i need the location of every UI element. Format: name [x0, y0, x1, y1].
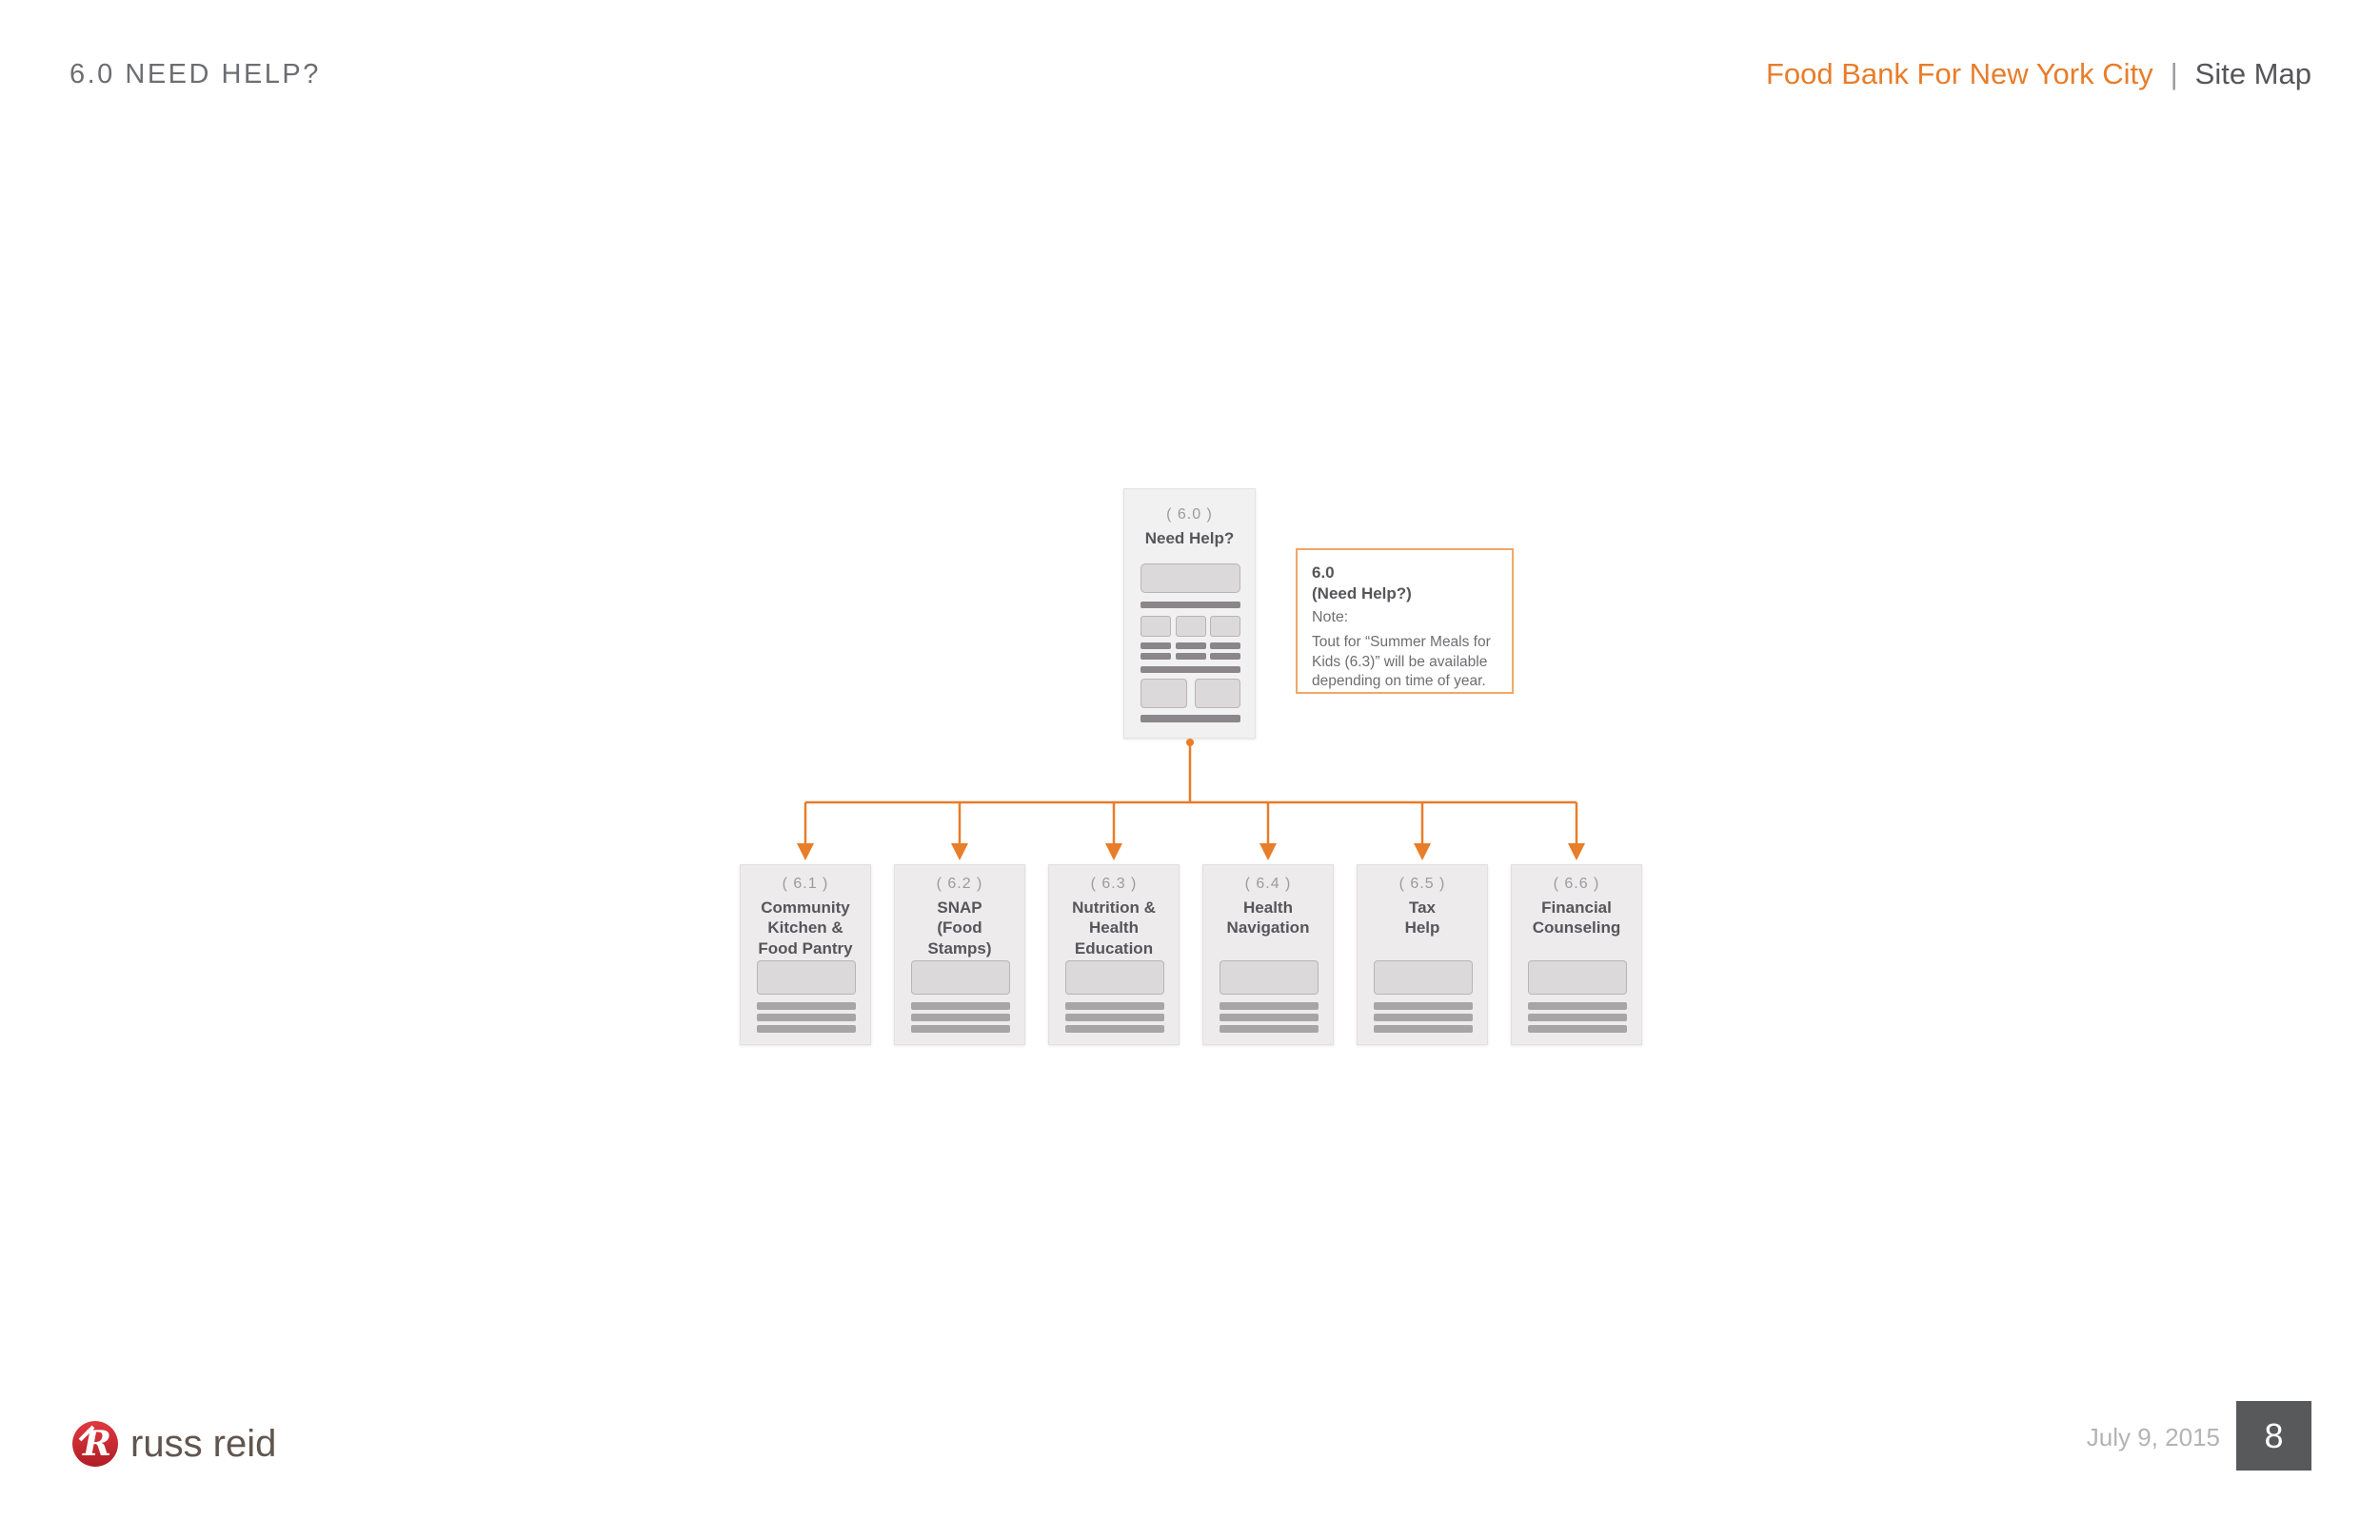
wireframe-caption-bar [1140, 642, 1171, 649]
node-title: Nutrition & Health Education [1072, 898, 1156, 958]
node-title: Community Kitchen & Food Pantry [758, 898, 853, 958]
node-title: Financial Counseling [1532, 898, 1621, 938]
wireframe-text-bar [1528, 1014, 1627, 1021]
wireframe-hero-block [757, 960, 856, 995]
wireframe-hero-block [1140, 563, 1240, 593]
header-separator: | [2170, 57, 2178, 90]
wireframe-text-bar [1374, 1014, 1473, 1021]
slide-date: July 9, 2015 [2086, 1423, 2220, 1451]
wireframe-block [1140, 679, 1187, 708]
wireframe-text-bar [1065, 1014, 1164, 1021]
annotation-note: 6.0 (Need Help?) Note: Tout for “Summer … [1296, 548, 1514, 694]
wireframe-hero-block [1065, 960, 1164, 995]
sitemap-node-6-5: ( 6.5 ) Tax Help [1357, 864, 1488, 1045]
sitemap-node-6-1: ( 6.1 ) Community Kitchen & Food Pantry [740, 864, 871, 1045]
wireframe-text-bar [757, 1025, 856, 1033]
wireframe-text-bar [1220, 1025, 1319, 1033]
wireframe-text-bar [1220, 1014, 1319, 1021]
wireframe-caption-bar [1175, 653, 1206, 660]
wireframe-hero-block [911, 960, 1010, 995]
wireframe-card [1210, 616, 1240, 637]
node-title: Health Navigation [1226, 898, 1310, 938]
sitemap-node-6-3: ( 6.3 ) Nutrition & Health Education [1048, 864, 1180, 1045]
wireframe-text-bar [1374, 1025, 1473, 1033]
node-id-label: ( 6.4 ) [1244, 876, 1292, 892]
node-id-label: ( 6.2 ) [936, 876, 983, 892]
wireframe-text-bar [1065, 1025, 1164, 1033]
note-title: (Need Help?) [1312, 584, 1412, 603]
arrow-6-6 [1568, 802, 1585, 860]
wireframe-text-bar [757, 1002, 856, 1010]
header-right: Food Bank For New York City | Site Map [1766, 57, 2311, 91]
wireframe-caption-row [1140, 642, 1240, 649]
node-title: Need Help? [1144, 529, 1235, 547]
wireframe-caption-bar [1210, 653, 1240, 660]
note-body-text: Tout for “Summer Meals for Kids (6.3)” w… [1312, 634, 1491, 690]
wireframe-text-bar [1140, 666, 1240, 673]
connector-lines [797, 739, 1585, 860]
wireframe-text-bar [911, 1002, 1010, 1010]
note-id: 6.0 [1312, 563, 1335, 582]
wireframe-text-bar [1065, 1002, 1164, 1010]
wireframe-text-bar [1220, 1002, 1319, 1010]
logo-wordmark: russ reid [130, 1422, 277, 1465]
sitemap-node-6-0: ( 6.0 ) Need Help? [1123, 488, 1256, 739]
svg-text:R: R [82, 1424, 111, 1464]
wireframe-caption-row [1140, 653, 1240, 660]
wireframe-text-bar [1528, 1025, 1627, 1033]
wireframe-caption-bar [1175, 642, 1206, 649]
arrow-6-5 [1414, 802, 1431, 860]
wireframe-hero-block [1374, 960, 1473, 995]
client-name: Food Bank For New York City [1765, 57, 2153, 90]
section-title: 6.0 NEED HELP? [69, 59, 321, 89]
node-id-label: ( 6.6 ) [1553, 876, 1600, 892]
wireframe-caption-bar [1210, 642, 1240, 649]
node-title: SNAP (Food Stamps) [927, 898, 992, 958]
arrow-6-4 [1259, 802, 1277, 860]
russ-reid-logo-icon: R [72, 1421, 118, 1467]
wireframe-card [1140, 616, 1171, 637]
wireframe-text-bar [1140, 715, 1240, 722]
arrow-6-2 [951, 802, 968, 860]
wireframe-text-bar [1374, 1002, 1473, 1010]
wireframe-block [1195, 679, 1240, 708]
node-title: Tax Help [1404, 898, 1440, 938]
node-id-label: ( 6.0 ) [1166, 506, 1213, 523]
wireframe-text-bar [1140, 602, 1240, 608]
node-id-label: ( 6.3 ) [1090, 876, 1138, 892]
node-id-label: ( 6.5 ) [1398, 876, 1446, 892]
russ-reid-logo: R russ reid [71, 1420, 276, 1468]
wireframe-caption-bar [1140, 653, 1171, 660]
sitemap-node-6-2: ( 6.2 ) SNAP (Food Stamps) [894, 864, 1025, 1045]
page-number-badge: 8 [2236, 1401, 2311, 1471]
node-id-label: ( 6.1 ) [782, 876, 829, 892]
sitemap-node-6-4: ( 6.4 ) Health Navigation [1202, 864, 1334, 1045]
wireframe-text-bar [911, 1025, 1010, 1033]
wireframe-hero-block [1220, 960, 1319, 995]
arrow-6-1 [797, 802, 814, 860]
note-label: Note: [1312, 609, 1349, 626]
wireframe-hero-block [1528, 960, 1627, 995]
doc-type-label: Site Map [2194, 57, 2311, 90]
sitemap-node-6-6: ( 6.6 ) Financial Counseling [1511, 864, 1642, 1045]
wireframe-text-bar [1528, 1002, 1627, 1010]
wireframe-text-bar [911, 1014, 1010, 1021]
wireframe-block-row [1140, 679, 1240, 708]
arrow-6-3 [1105, 802, 1122, 860]
page-number: 8 [2264, 1415, 2284, 1455]
wireframe-card [1175, 616, 1206, 637]
wireframe-card-row [1140, 616, 1240, 637]
wireframe-text-bar [757, 1014, 856, 1021]
